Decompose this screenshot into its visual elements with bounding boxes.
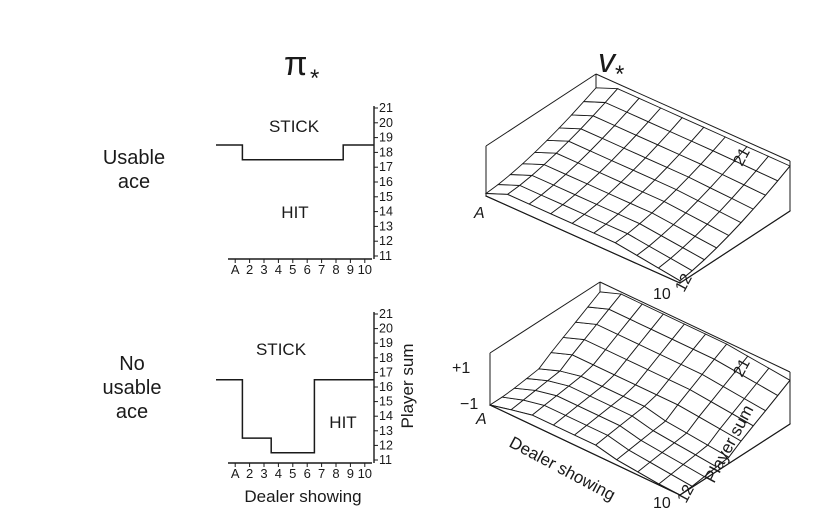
x-tick-label: 5: [289, 466, 296, 481]
sum-end-label: 21: [731, 145, 754, 169]
y-tick-label: 20: [379, 322, 393, 336]
y-tick-label: 19: [379, 336, 393, 350]
dealer-end-label: 10: [653, 495, 671, 512]
y-tick-label: 17: [379, 160, 393, 174]
dealer-end-label: 10: [653, 286, 671, 303]
x-tick-label: 2: [246, 262, 253, 277]
x-tick-label: 4: [275, 262, 282, 277]
stick-region-label: STICK: [269, 117, 320, 136]
policy-boundary-line: [216, 378, 374, 454]
x-axis-title: Dealer showing: [244, 487, 361, 506]
box-edge: [485, 195, 681, 284]
x-tick-label: 10: [358, 262, 372, 277]
sum-end-label: 21: [731, 356, 754, 380]
value-header: v: [598, 42, 617, 80]
surface-mesh: [484, 87, 791, 282]
box-edge: [679, 210, 791, 284]
z-tick-minus-one: −1: [460, 396, 478, 413]
dealer-start-label: A: [475, 411, 487, 428]
y-tick-label: 14: [379, 409, 393, 423]
y-tick-label: 21: [379, 307, 393, 321]
x-tick-label: 9: [347, 466, 354, 481]
policy-header: π: [284, 45, 307, 83]
x-tick-label: 8: [332, 262, 339, 277]
sum-start-label: 12: [673, 271, 696, 295]
x-tick-label: 2: [246, 466, 253, 481]
box-edge: [485, 73, 597, 147]
x-tick-label: 3: [260, 262, 267, 277]
hit-region-label: HIT: [281, 203, 308, 222]
y-axis-title: Player sum: [398, 343, 417, 428]
y-tick-label: 13: [379, 424, 393, 438]
x-tick-label: 3: [260, 466, 267, 481]
x-tick-label: A: [231, 466, 240, 481]
policy-boundary-line: [216, 144, 374, 161]
y-tick-label: 12: [379, 234, 393, 248]
y-tick-label: 17: [379, 365, 393, 379]
sum-start-label: 12: [675, 482, 698, 506]
x-tick-label: 5: [289, 262, 296, 277]
x-tick-label: 7: [318, 466, 325, 481]
y-tick-label: 16: [379, 175, 393, 189]
y-tick-label: 20: [379, 116, 393, 130]
x-tick-label: 10: [358, 466, 372, 481]
x-tick-label: 4: [275, 466, 282, 481]
x-tick-label: 9: [347, 262, 354, 277]
row-label-no-usable-ace-line1: No: [119, 353, 145, 375]
y-tick-label: 13: [379, 219, 393, 233]
policy-header-star: *: [310, 65, 319, 92]
box-edge: [489, 281, 601, 354]
y-tick-label: 18: [379, 145, 393, 159]
box-edge: [599, 281, 791, 373]
x-tick-label: 6: [304, 262, 311, 277]
dealer-start-label: A: [473, 205, 485, 222]
y-tick-label: 12: [379, 438, 393, 452]
row-label-usable-ace-line2: ace: [118, 171, 150, 193]
box-edge: [595, 73, 791, 162]
y-tick-label: 11: [379, 249, 392, 263]
stick-region-label: STICK: [256, 340, 307, 359]
y-tick-label: 18: [379, 351, 393, 365]
z-tick-plus-one: +1: [452, 360, 470, 377]
x-tick-label: 8: [332, 466, 339, 481]
x-tick-label: 6: [304, 466, 311, 481]
y-tick-label: 21: [379, 101, 393, 115]
row-label-no-usable-ace-line2: usable: [103, 377, 162, 399]
y-tick-label: 15: [379, 190, 393, 204]
y-tick-label: 16: [379, 380, 393, 394]
value-header-star: *: [615, 61, 624, 88]
box-edge: [489, 404, 681, 496]
y-tick-label: 14: [379, 205, 393, 219]
y-tick-label: 19: [379, 131, 393, 145]
x-tick-label: A: [231, 262, 240, 277]
y-tick-label: 11: [379, 453, 392, 467]
row-label-usable-ace-line1: Usable: [103, 147, 165, 169]
hit-region-label: HIT: [329, 413, 356, 432]
row-label-no-usable-ace-line3: ace: [116, 401, 148, 423]
x-tick-label: 7: [318, 262, 325, 277]
surface-mesh: [488, 291, 791, 496]
box-edge: [679, 423, 791, 496]
y-tick-label: 15: [379, 395, 393, 409]
